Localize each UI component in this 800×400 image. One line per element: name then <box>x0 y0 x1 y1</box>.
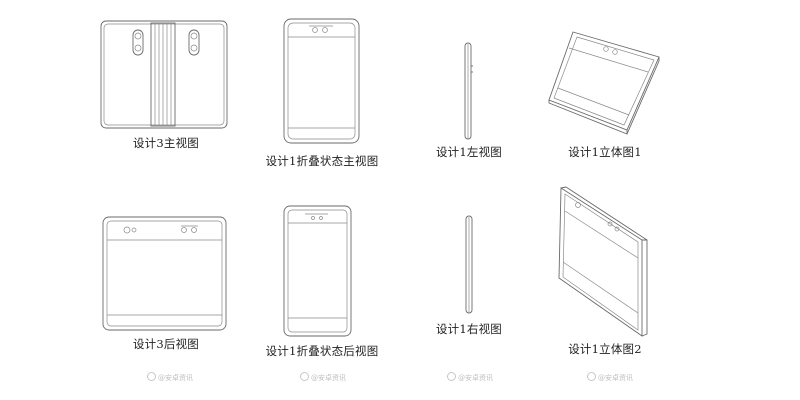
watermark-text: @安卓资讯 <box>158 374 193 382</box>
weibo-icon <box>300 372 309 381</box>
design1-right-drawing <box>465 215 473 314</box>
weibo-icon <box>447 372 456 381</box>
caption-design1-perspective-2: 设计1立体图2 <box>568 342 642 356</box>
weibo-icon <box>587 372 596 381</box>
caption-design1-folded-rear: 设计1折叠状态后视图 <box>265 344 379 358</box>
design1-folded-rear-drawing <box>283 205 352 337</box>
watermark: @安卓资讯 <box>300 372 346 383</box>
caption-design1-left: 设计1左视图 <box>435 145 503 159</box>
caption-design3-rear: 设计3后视图 <box>132 337 200 351</box>
watermark: @安卓资讯 <box>587 372 633 383</box>
caption-design1-perspective-1: 设计1立体图1 <box>568 145 642 159</box>
caption-design1-folded-front: 设计1折叠状态主视图 <box>265 154 379 168</box>
design3-rear-drawing <box>102 216 227 331</box>
caption-design1-right: 设计1右视图 <box>435 322 503 336</box>
design3-front-drawing <box>100 20 228 129</box>
watermark-text: @安卓资讯 <box>598 374 633 382</box>
weibo-icon <box>147 372 156 381</box>
watermark-text: @安卓资讯 <box>458 374 493 382</box>
design1-folded-front-drawing <box>283 18 360 144</box>
watermark: @安卓资讯 <box>147 372 193 383</box>
design1-left-drawing <box>464 42 473 140</box>
caption-design3-front: 设计3主视图 <box>132 136 200 150</box>
watermark: @安卓资讯 <box>447 372 493 383</box>
design1-perspective-1-drawing <box>548 31 660 135</box>
design1-perspective-2-drawing <box>558 186 648 337</box>
watermark-text: @安卓资讯 <box>311 374 346 382</box>
